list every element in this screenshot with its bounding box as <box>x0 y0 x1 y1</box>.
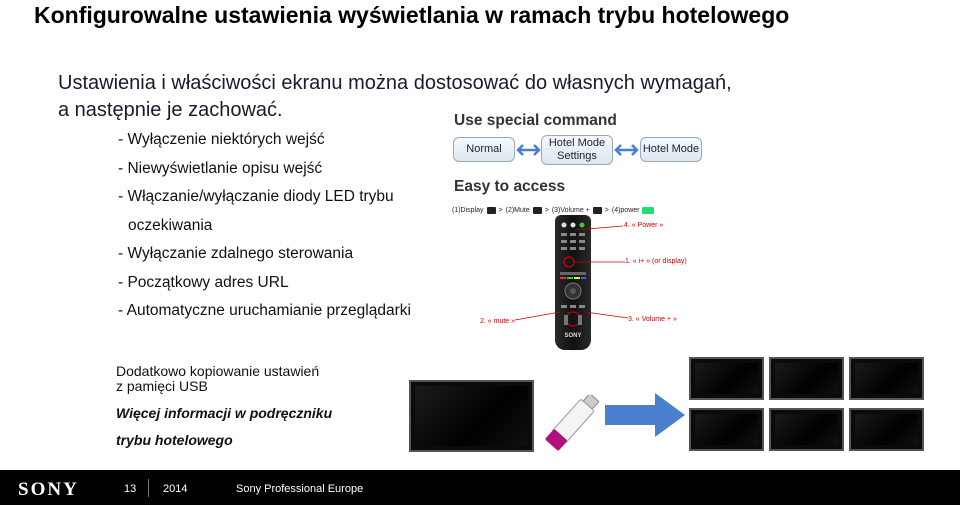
sony-logo: SONY <box>18 479 79 500</box>
copy-arrow-icon <box>605 393 685 437</box>
remote-control-image: SONY <box>555 215 591 350</box>
button-sequence: (1)Display > (2)Mute > (3)Volume + > (4)… <box>452 207 655 214</box>
footer-year: 2014 <box>163 483 188 495</box>
list-item: - Początkowy adres URL <box>118 273 289 291</box>
annotation-mute: 2. « mute » <box>480 318 516 325</box>
list-item-continuation: oczekiwania <box>128 216 213 234</box>
footer-bar: SONY 13 2014 Sony Professional Europe <box>0 470 960 505</box>
usb-stick-icon <box>545 395 600 451</box>
double-arrow-icon <box>516 144 541 156</box>
sequence-step: (2)Mute <box>505 207 530 214</box>
special-command-heading: Use special command <box>454 112 617 129</box>
page-number: 13 <box>124 483 137 495</box>
manual-reference-line: Więcej informacji w podręczniku <box>116 405 333 421</box>
usb-copy-text: Dodatkowo kopiowanie ustawień z pamięci … <box>116 364 319 394</box>
hotel-mode-box: Hotel Mode <box>640 137 702 162</box>
intro-line: a następnie je zachować. <box>58 99 283 121</box>
annotation-info: 1. « i+ » (or display) <box>625 258 687 265</box>
sequence-step: (4)power <box>611 207 640 214</box>
volume-key-icon <box>592 207 602 214</box>
footer-divider <box>148 479 149 497</box>
power-key-icon <box>642 207 655 214</box>
remote-brand-label: SONY <box>564 333 582 339</box>
intro-line: Ustawienia i właściwości ekranu można do… <box>58 72 732 94</box>
list-item: - Włączanie/wyłączanie diody LED trybu <box>118 188 394 205</box>
mute-key-icon <box>532 207 542 214</box>
target-tv-image <box>689 357 764 400</box>
feature-list: - Wyłączenie niektórych wejść - Niewyświ… <box>118 126 411 326</box>
footer-company: Sony Professional Europe <box>236 483 364 495</box>
page-title: Konfigurowalne ustawienia wyświetlania w… <box>34 2 790 28</box>
intro-text: Ustawienia i właściwości ekranu można do… <box>58 70 732 124</box>
list-item: - Niewyświetlanie opisu wejść <box>118 159 323 177</box>
target-tv-image <box>849 357 924 400</box>
sequence-separator: > <box>544 207 549 214</box>
manual-reference-line: trybu hotelowego <box>116 432 233 448</box>
sequence-separator: > <box>498 207 503 214</box>
sequence-step: (1)Display <box>452 207 484 214</box>
hotel-mode-settings-box: Hotel Mode Settings <box>541 135 613 165</box>
double-arrow-icon <box>614 144 639 156</box>
sequence-step: (3)Volume + <box>551 207 590 214</box>
source-tv-image <box>409 380 534 452</box>
target-tv-image <box>769 408 844 451</box>
annotation-volume: 3. « Volume + » <box>628 316 677 323</box>
annotation-power: 4. « Power » <box>624 222 664 229</box>
usb-copy-line: z pamięci USB <box>116 378 208 394</box>
list-item: - Automatyczne uruchamianie przeglądarki <box>118 302 411 319</box>
list-item: - Wyłączanie zdalnego sterowania <box>118 245 354 262</box>
target-tv-image <box>769 357 844 400</box>
normal-mode-box: Normal <box>453 137 515 162</box>
usb-copy-line: Dodatkowo kopiowanie ustawień <box>116 363 320 379</box>
target-tv-image <box>689 408 764 451</box>
list-item: - Wyłączenie niektórych wejść <box>118 131 325 148</box>
easy-access-heading: Easy to access <box>454 178 566 195</box>
target-tv-image <box>849 408 924 451</box>
display-key-icon <box>486 207 496 214</box>
annotation-leader-lines <box>515 225 629 321</box>
sequence-separator: > <box>604 207 609 214</box>
